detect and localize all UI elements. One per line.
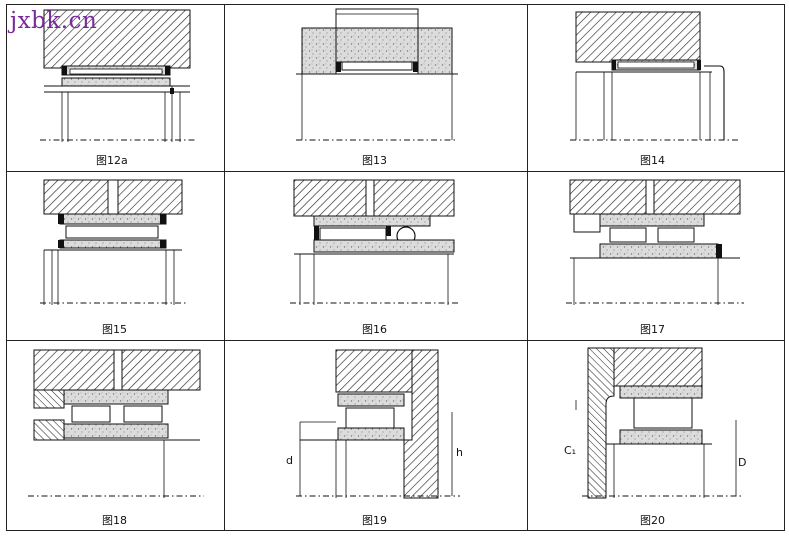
dim-label-c1: C₁ bbox=[564, 444, 576, 457]
caption-16: 图16 bbox=[362, 323, 387, 336]
caption-19: 图19 bbox=[362, 514, 387, 527]
figure-18: 图18 bbox=[28, 349, 204, 527]
figure-16: 图16 bbox=[290, 179, 458, 336]
caption-12a: 图12a bbox=[96, 154, 128, 167]
figure-12a: 图12a bbox=[40, 9, 195, 167]
caption-18: 图18 bbox=[102, 514, 127, 527]
grid-frame bbox=[6, 4, 785, 531]
caption-17: 图17 bbox=[640, 323, 665, 336]
figure-15: 图15 bbox=[40, 179, 188, 336]
dim-label-d: d bbox=[286, 454, 293, 467]
caption-14: 图14 bbox=[640, 154, 665, 167]
caption-15: 图15 bbox=[102, 323, 127, 336]
caption-13: 图13 bbox=[362, 154, 387, 167]
site-watermark: jxbk.cn bbox=[10, 8, 98, 34]
dim-label-h: h bbox=[456, 446, 463, 459]
figure-19: d h 图19 bbox=[286, 349, 463, 527]
caption-20: 图20 bbox=[640, 514, 665, 527]
dim-label-D: D bbox=[738, 456, 746, 469]
figure-17: 图17 bbox=[566, 179, 744, 336]
figure-20: C₁ D 图20 bbox=[564, 347, 746, 527]
figure-13: 图13 bbox=[296, 8, 458, 167]
figure-14: 图14 bbox=[570, 11, 740, 167]
